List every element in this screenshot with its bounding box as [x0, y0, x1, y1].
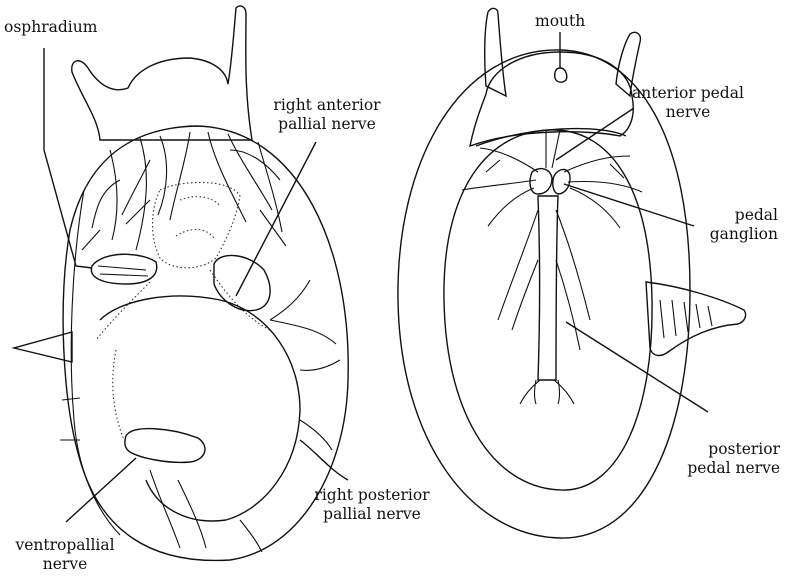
label-ventropallial-nerve: ventropallial nerve [6, 536, 124, 574]
pedal-nerve-cords [538, 196, 558, 380]
right-tentacle-left [485, 8, 506, 96]
label-line-2: pallial nerve [306, 505, 438, 524]
label-line-2: ganglion [698, 225, 778, 244]
label-line-2: nerve [628, 103, 748, 122]
pedal-ganglia [530, 169, 570, 194]
posterior-splay [520, 380, 574, 404]
ventropallial-organ [125, 429, 205, 463]
label-anterior-pedal-nerve: anterior pedal nerve [628, 84, 748, 122]
operculum [646, 282, 746, 355]
label-mouth: mouth [535, 12, 585, 31]
label-line-1: right anterior [268, 96, 386, 115]
label-line-1: anterior pedal [628, 84, 748, 103]
label-osphradium: osphradium [4, 18, 97, 37]
label-line-1: pedal [698, 206, 778, 225]
label-line-2: pallial nerve [268, 115, 386, 134]
label-pedal-ganglion: pedal ganglion [698, 206, 778, 244]
right-head-shield [470, 52, 633, 146]
label-line-1: posterior [660, 440, 780, 459]
left-mantle-edge [71, 190, 120, 535]
label-right-posterior-pallial-nerve: right posterior pallial nerve [306, 486, 438, 524]
label-line-2: pedal nerve [660, 459, 780, 478]
left-head [72, 6, 252, 140]
label-line-2: nerve [6, 555, 124, 574]
right-mantle-nerve [270, 280, 336, 344]
left-osphradium-organ [91, 254, 156, 284]
label-posterior-pedal-nerve: posterior pedal nerve [660, 440, 780, 478]
left-snail-dorsal-view [14, 6, 348, 560]
right-sole [444, 130, 652, 490]
visceral-mass [100, 296, 300, 521]
dotted-organs [96, 182, 270, 440]
label-right-anterior-pallial-nerve: right anterior pallial nerve [268, 96, 386, 134]
head-shield-lip [476, 129, 626, 146]
label-line-1: right posterior [306, 486, 438, 505]
mouth-opening [555, 68, 567, 82]
label-line-1: ventropallial [6, 536, 124, 555]
osphradium-ribs [98, 266, 148, 276]
